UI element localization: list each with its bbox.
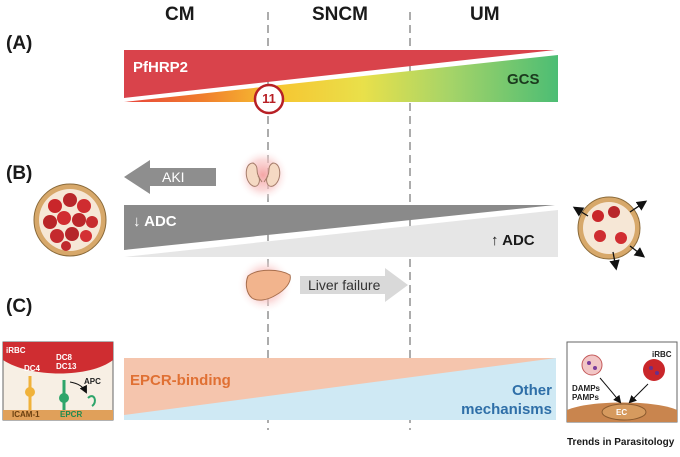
inset-dc8-label: DC8 [56,353,73,362]
adc-dark-wedge [124,205,555,250]
gcs-label: GCS [507,71,540,88]
inset-icam-label: ICAM-1 [12,410,40,419]
pfhrp2-wedge [124,50,555,98]
inset2-damps-label: DAMPs [572,384,601,393]
other-mechanisms-line1: Other [511,382,552,399]
inset2-ec-label: EC [616,408,628,417]
inset-dc13-label: DC13 [56,362,77,371]
epcr-binding-label: EPCR-binding [130,372,231,389]
mechanisms-inset [566,341,678,423]
kidney-glow [237,149,289,201]
liver-failure-arrow [300,268,408,302]
inset-apc-label: APC [84,377,101,386]
inset-irbc-label: iRBC [6,346,26,355]
kidney-icon [245,162,281,187]
panel-letter-c: (C) [6,296,33,317]
other-mechanisms-line2: mechanisms [461,401,552,418]
other-mechanisms-label: Other mechanisms [450,381,552,419]
gcs-wedge [124,55,558,102]
gcs-threshold-value: 11 [262,91,276,106]
panel-letter-b: (B) [6,163,33,184]
panel-letter-a: (A) [6,33,33,54]
journal-footer: Trends in Parasitology [567,437,675,448]
pfhrp2-label: PfHRP2 [133,59,189,76]
aki-arrow [124,160,216,194]
aki-label: AKI [162,169,185,185]
column-header-um: UM [470,4,500,25]
column-header-sncm: SNCM [312,4,368,25]
inset-epcr-label: EPCR [60,410,83,419]
epcr-inset [2,341,114,421]
adc-low-label: ↓ ADC [133,213,177,230]
epcr-wedge [124,358,556,415]
inset2-irbc-label: iRBC [652,350,672,359]
liver-icon [245,269,291,301]
adc-high-label: ↑ ADC [491,232,535,249]
vessel-sequestered-icon [33,183,107,257]
vessel-released-icon [572,196,648,271]
column-header-cm: CM [165,4,195,25]
inset-dc4-label: DC4 [24,364,41,373]
liver-failure-label: Liver failure [308,277,381,293]
gcs-threshold-circle [253,83,285,115]
adc-light-wedge [124,210,558,257]
inset2-pamps-label: PAMPs [572,393,599,402]
